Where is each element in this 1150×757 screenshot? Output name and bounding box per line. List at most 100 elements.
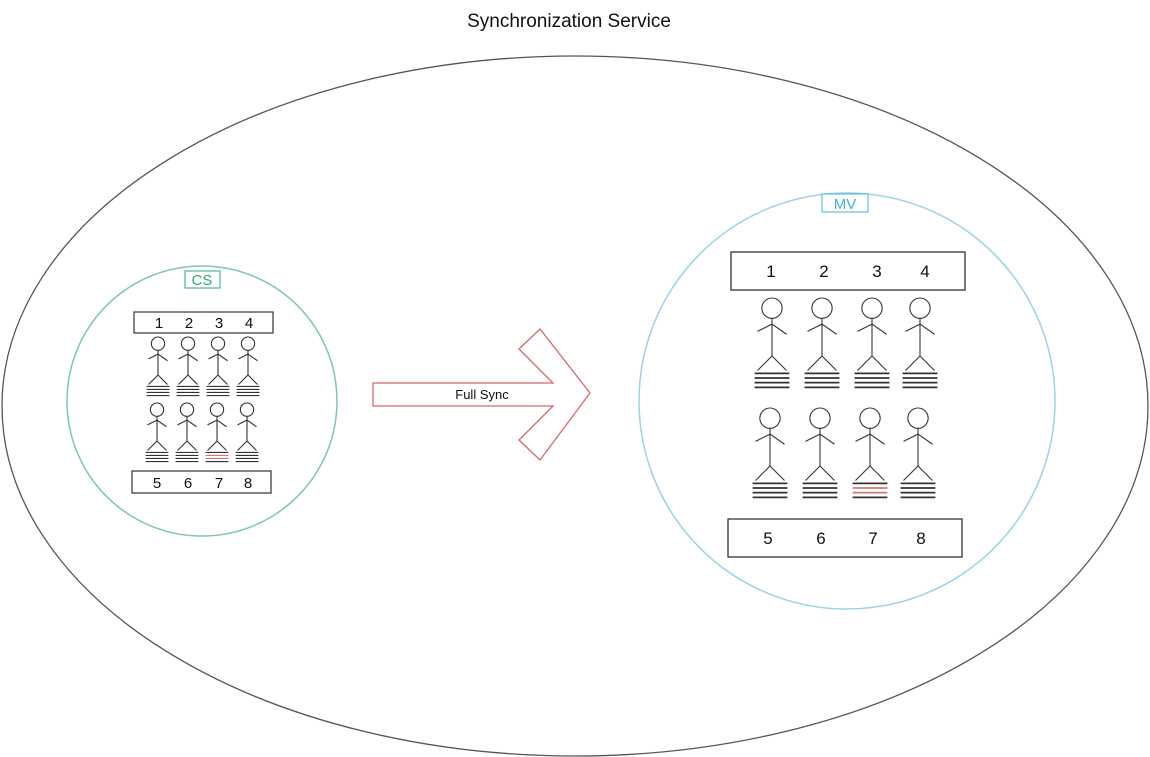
figure-head: [859, 407, 881, 429]
mv-object-6: [802, 407, 838, 499]
figure-arm: [246, 419, 257, 428]
figure-leg: [871, 355, 887, 371]
mv-object-4: [902, 297, 938, 389]
figure-leg: [187, 374, 198, 385]
mv-circle: [638, 192, 1056, 610]
figure-head: [811, 297, 833, 319]
figure-arm: [757, 323, 773, 332]
figure-leg: [919, 355, 935, 371]
figure-leg: [755, 465, 771, 481]
full-sync-arrow: Full Sync: [372, 328, 591, 461]
mv-top-number-box: [730, 251, 966, 291]
cs-top-number: 4: [245, 315, 253, 332]
figure-arm: [237, 419, 248, 426]
figure-head: [210, 336, 226, 351]
figure-head: [179, 402, 195, 417]
figure-arm: [869, 433, 885, 445]
figure-leg: [237, 440, 248, 451]
cs-object-1: [146, 336, 170, 397]
arrow-shape: [372, 328, 591, 461]
figure-arm: [905, 323, 921, 332]
mv-object-1: [754, 297, 790, 389]
figure-arm: [148, 353, 159, 360]
mv-top-number: 1: [766, 262, 775, 281]
figure-arm: [177, 419, 188, 426]
mv-object-5: [752, 407, 788, 499]
figure-arm: [208, 353, 219, 360]
figure-head: [239, 402, 255, 417]
figure-arm: [903, 433, 919, 442]
figure-head: [761, 297, 783, 319]
mv-top-number: 2: [819, 262, 828, 281]
figure-arm: [216, 419, 227, 428]
mv-bottom-number-box: [727, 518, 963, 558]
cs-bottom-number: 6: [184, 475, 192, 492]
figure-arm: [207, 419, 218, 426]
figure-leg: [208, 374, 219, 385]
figure-leg: [157, 374, 168, 385]
metaverse: MV 1 2 3 4 5 6 7 8: [638, 192, 1056, 610]
mv-label: MV: [834, 196, 857, 213]
figure-leg: [771, 355, 787, 371]
figure-arm: [238, 353, 249, 360]
mv-bottom-number: 7: [868, 529, 877, 548]
cs-object-2: [176, 336, 200, 397]
figure-arm: [821, 323, 837, 335]
cs-top-number: 3: [215, 315, 223, 332]
cs-object-5: [145, 402, 169, 463]
figure-arm: [755, 433, 771, 442]
cs-object-4: [236, 336, 260, 397]
cs-object-3: [206, 336, 230, 397]
figure-arm: [807, 323, 823, 332]
figure-leg: [207, 440, 218, 451]
figure-arm: [156, 419, 167, 428]
figure-arm: [771, 323, 787, 335]
figure-leg: [917, 465, 933, 481]
figure-head: [180, 336, 196, 351]
figure-arm: [247, 353, 258, 362]
figure-head: [150, 336, 166, 351]
figure-leg: [905, 355, 921, 371]
figure-arm: [186, 419, 197, 428]
mv-top-number: 3: [872, 262, 881, 281]
figure-leg: [857, 355, 873, 371]
cs-objects: [145, 336, 260, 463]
figure-leg: [247, 374, 258, 385]
cs-top-number: 2: [185, 315, 193, 332]
figure-leg: [217, 374, 228, 385]
cs-object-7: [205, 402, 229, 463]
figure-leg: [807, 355, 823, 371]
figure-arm: [857, 323, 873, 332]
figure-head: [861, 297, 883, 319]
figure-head: [209, 402, 225, 417]
figure-head: [909, 297, 931, 319]
cs-bottom-number: 8: [244, 475, 252, 492]
figure-leg: [903, 465, 919, 481]
cs-label-box: [184, 270, 221, 289]
figure-leg: [246, 440, 257, 451]
mv-bottom-number: 8: [916, 529, 925, 548]
connector-space: CS 1 2 3 4 5 6 7 8: [66, 265, 338, 537]
figure-arm: [917, 433, 933, 445]
diagram-title: Synchronization Service: [467, 11, 671, 32]
cs-bottom-number: 7: [215, 475, 223, 492]
mv-label-box: [821, 193, 869, 213]
figure-leg: [178, 374, 189, 385]
mv-object-2: [804, 297, 840, 389]
full-sync-label: Full Sync: [455, 387, 509, 402]
figure-arm: [919, 323, 935, 335]
figure-leg: [148, 374, 159, 385]
figure-arm: [769, 433, 785, 445]
figure-leg: [216, 440, 227, 451]
figure-arm: [217, 353, 228, 362]
figure-leg: [177, 440, 188, 451]
figure-arm: [178, 353, 189, 360]
mv-bottom-number: 6: [816, 529, 825, 548]
figure-arm: [871, 323, 887, 335]
figure-arm: [819, 433, 835, 445]
figure-arm: [187, 353, 198, 362]
figure-leg: [769, 465, 785, 481]
figure-leg: [156, 440, 167, 451]
cs-label: CS: [192, 272, 213, 289]
